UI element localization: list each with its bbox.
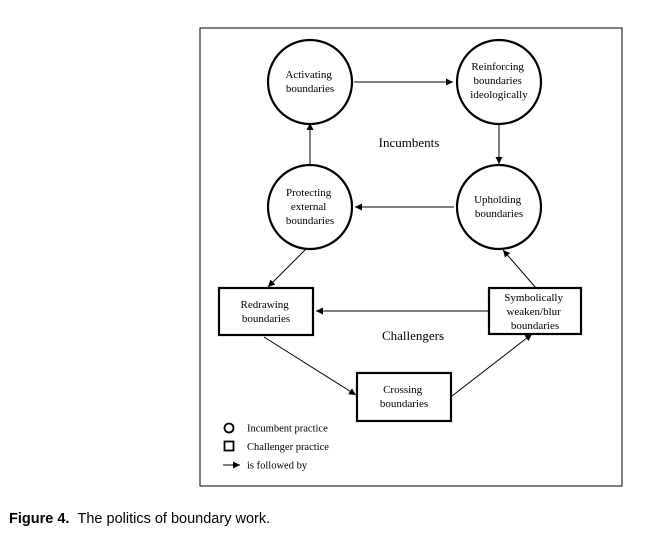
- figure-caption-label: Figure 4.: [9, 511, 70, 527]
- node-symbolically-shape: [487, 286, 583, 336]
- node-protecting: Protecting external boundaries: [266, 163, 354, 251]
- node-reinforcing-line-3: ideologically: [470, 89, 528, 101]
- node-crossing-line-2: boundaries: [380, 398, 428, 410]
- node-redrawing-shape: [217, 286, 315, 337]
- node-protecting-shape: [266, 163, 354, 251]
- node-crossing: Crossing boundaries: [355, 371, 453, 423]
- node-upholding-line-1: Upholding: [474, 194, 522, 206]
- node-symbolically-line-1: Symbolically: [504, 292, 563, 304]
- legend-incumbent-label: Incumbent practice: [247, 424, 328, 435]
- edge-redrawing-to-crossing: [263, 336, 357, 396]
- node-upholding-line-2: boundaries: [475, 208, 523, 220]
- legend-challenger-label: Challenger practice: [247, 442, 329, 453]
- svg-text:Reinforcing boundaries: Reinforcing boundaries ideologically: [470, 61, 528, 101]
- edge-protecting-to-redrawing: [267, 247, 308, 288]
- node-activating-line-1: Activating: [285, 69, 332, 81]
- svg-text:Protecting external: Protecting external boundaries: [286, 187, 334, 227]
- node-redrawing: Redrawing boundaries: [217, 286, 315, 337]
- node-upholding-shape: [455, 163, 543, 251]
- node-reinforcing-shape: [455, 38, 543, 126]
- edges: [263, 78, 537, 397]
- node-activating-shape: [266, 38, 354, 126]
- svg-text:Symbolically weaken/blur: Symbolically weaken/blur boundaries: [504, 292, 565, 332]
- node-protecting-line-2: external: [291, 201, 326, 213]
- node-protecting-line-3: boundaries: [286, 215, 334, 227]
- node-crossing-shape: [355, 371, 453, 423]
- node-crossing-line-1: Crossing: [383, 384, 423, 396]
- legend-circle-icon: [223, 422, 235, 434]
- node-activating-line-2: boundaries: [286, 83, 334, 95]
- node-upholding: Upholding boundaries: [455, 163, 543, 251]
- legend: Incumbent practice Challenger practice i…: [223, 422, 329, 472]
- legend-arrow-label: is followed by: [247, 461, 308, 472]
- node-symbolically-line-2: weaken/blur: [506, 306, 561, 318]
- legend-square-icon: [223, 440, 235, 452]
- figure-caption: Figure 4. The politics of boundary work.: [9, 511, 270, 527]
- edge-symbolically-to-upholding: [502, 249, 537, 289]
- node-protecting-line-1: Protecting: [286, 187, 332, 199]
- group-label-incumbents: Incumbents: [379, 135, 440, 150]
- node-reinforcing: Reinforcing boundaries ideologically: [455, 38, 543, 126]
- svg-text:Upholding boundaries: Upholding boundaries: [474, 194, 524, 220]
- edge-crossing-to-symbolically: [451, 333, 533, 397]
- group-label-challengers: Challengers: [382, 328, 444, 343]
- figure-caption-text: The politics of boundary work.: [77, 511, 271, 527]
- svg-text:Activating boundaries: Activating boundaries: [285, 69, 334, 95]
- node-symbolically: Symbolically weaken/blur boundaries: [487, 286, 583, 336]
- node-reinforcing-line-1: Reinforcing: [471, 61, 524, 73]
- node-redrawing-line-1: Redrawing: [240, 299, 289, 311]
- node-activating: Activating boundaries: [266, 38, 354, 126]
- node-symbolically-line-3: boundaries: [511, 320, 559, 332]
- diagram-frame: [199, 27, 623, 487]
- svg-text:Redrawing boundaries: Redrawing boundaries: [240, 299, 291, 325]
- node-reinforcing-line-2: boundaries: [473, 75, 521, 87]
- svg-text:Crossing boundaries: Crossing boundaries: [380, 384, 428, 410]
- node-redrawing-line-2: boundaries: [242, 313, 290, 325]
